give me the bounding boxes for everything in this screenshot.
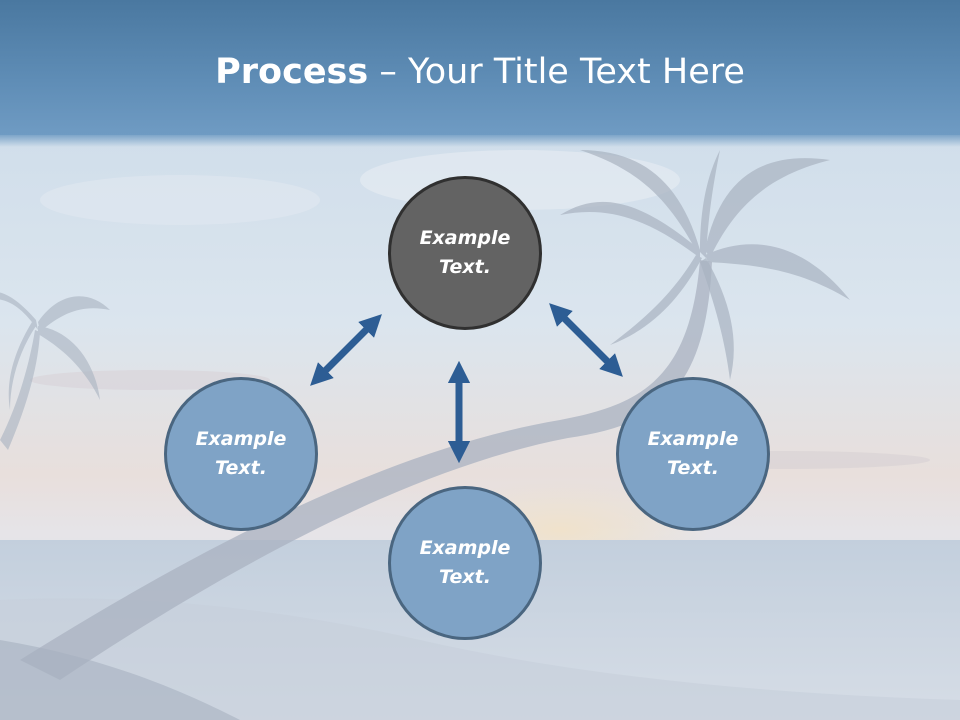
node-right-label: Example Text. xyxy=(647,428,739,479)
arrow-top-left xyxy=(310,314,382,386)
node-bottom-label: Example Text. xyxy=(419,537,511,588)
node-right: Example Text. xyxy=(616,377,770,531)
node-top: Example Text. xyxy=(388,176,542,330)
title-dash: – xyxy=(368,52,408,92)
title-bold-part: Process xyxy=(215,52,369,92)
title-bar xyxy=(0,0,960,147)
node-left: Example Text. xyxy=(164,377,318,531)
node-bottom: Example Text. xyxy=(388,486,542,640)
node-left-label: Example Text. xyxy=(195,428,287,479)
title-rest: Your Title Text Here xyxy=(407,52,745,92)
slide-title: Process – Your Title Text Here xyxy=(0,52,960,92)
node-top-label: Example Text. xyxy=(419,227,511,278)
arrow-top-right xyxy=(549,303,623,377)
